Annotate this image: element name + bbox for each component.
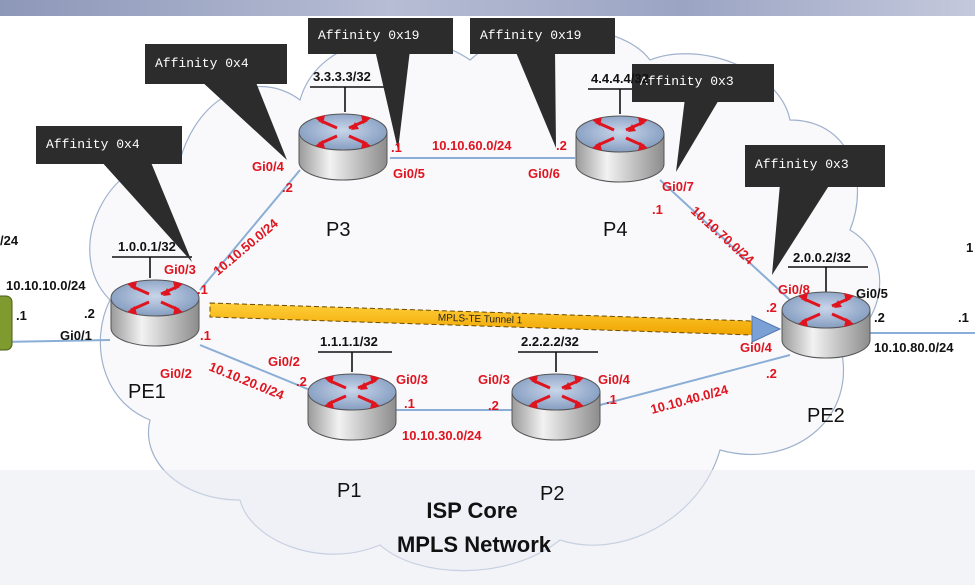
host-p3-pe1: .2 (282, 180, 293, 195)
link-p2-pe2 (599, 354, 791, 406)
p4-gi07: Gi0/7 (662, 179, 694, 194)
callout-pe1-text: Affinity 0x4 (46, 137, 140, 152)
subnet-pe2-ce: 10.10.80.0/24 (874, 340, 954, 355)
subnet-ce-pe1: 10.10.10.0/24 (6, 278, 86, 293)
callout-pe2: Affinity 0x3 (745, 145, 885, 275)
p3-gi04: Gi0/4 (252, 159, 285, 174)
router-p3 (297, 112, 389, 182)
callout-pe1: Affinity 0x4 (36, 126, 192, 262)
p2-name: P2 (540, 483, 564, 505)
pe1-name: PE1 (128, 381, 166, 403)
core-label-line1: ISP Core (426, 498, 517, 523)
p2-gi04: Gi0/4 (598, 372, 631, 387)
p4-gi06: Gi0/6 (528, 166, 560, 181)
pe1-loopback: 1.0.0.1/32 (118, 239, 176, 254)
link-pe1-p1 (199, 344, 311, 391)
subnet-p1-p2: 10.10.30.0/24 (402, 428, 482, 443)
loopback-bars (112, 86, 868, 372)
link-pe1-p3 (199, 169, 301, 291)
pe1-gi01: Gi0/1 (60, 328, 92, 343)
host-ce1-side: .1 (16, 308, 27, 323)
ce1-device (0, 295, 13, 351)
subnet-left-edge: /24 (0, 233, 19, 248)
p3-loopback: 3.3.3.3/32 (313, 69, 371, 84)
p2-gi03: Gi0/3 (478, 372, 510, 387)
callout-p3-right-text: Affinity 0x19 (318, 28, 419, 43)
host-pe2-p2: .2 (766, 366, 777, 381)
callout-p4-right-text: Affinity 0x3 (640, 74, 734, 89)
router-p2 (510, 372, 602, 442)
top-background-band (0, 0, 975, 16)
pe1-gi02: Gi0/2 (160, 366, 192, 381)
p1-name: P1 (337, 480, 361, 502)
tunnel-label: MPLS-TE Tunnel 1 (438, 313, 523, 327)
links (0, 157, 975, 411)
callout-p3-left-text: Affinity 0x4 (155, 56, 249, 71)
p4-loopback: 4.4.4.4/32 (591, 71, 649, 86)
p1-gi02: Gi0/2 (268, 354, 300, 369)
core-label-line2: MPLS Network (397, 532, 552, 557)
host-pe2-ce: .2 (874, 310, 885, 325)
subnet-p3-p4: 10.10.60.0/24 (432, 138, 512, 153)
pe2-gi05: Gi0/5 (856, 286, 888, 301)
pe2-gi04: Gi0/4 (740, 340, 773, 355)
link-ce1-pe1 (0, 339, 111, 343)
router-p4 (574, 114, 666, 184)
p3-gi05: Gi0/5 (393, 166, 425, 181)
link-p4-pe2 (659, 179, 791, 301)
router-pe1 (109, 278, 201, 348)
p2-loopback: 2.2.2.2/32 (521, 334, 579, 349)
router-pe2 (780, 290, 872, 360)
host-p1-p2: .1 (404, 396, 415, 411)
host-pe1-ce: .2 (84, 306, 95, 321)
pe2-gi08: Gi0/8 (778, 282, 810, 297)
host-p1-pe1: .2 (296, 374, 307, 389)
host-pe1-p1: .1 (200, 328, 211, 343)
p1-loopback: 1.1.1.1/32 (320, 334, 378, 349)
host-pe1-p3: .1 (197, 282, 208, 297)
p3-name: P3 (326, 219, 350, 241)
right-edge-label: 1 (966, 240, 973, 255)
host-p3-p4: .1 (391, 140, 402, 155)
callout-p4-left-text: Affinity 0x19 (480, 28, 581, 43)
host-ce2-side: .1 (958, 310, 969, 325)
host-p4-p3: .2 (556, 138, 567, 153)
bottom-background (0, 470, 975, 585)
mpls-te-tunnel: MPLS-TE Tunnel 1 (209, 302, 782, 343)
pe1-gi03: Gi0/3 (164, 262, 196, 277)
callout-p3-right: Affinity 0x19 (308, 18, 453, 150)
callout-p4-right: Affinity 0x3 (632, 64, 774, 172)
callout-pe2-text: Affinity 0x3 (755, 157, 849, 172)
p1-gi03: Gi0/3 (396, 372, 428, 387)
callout-p4-left: Affinity 0x19 (470, 18, 615, 148)
pe2-name: PE2 (807, 405, 845, 427)
host-p2-p1: .2 (488, 398, 499, 413)
router-p1 (306, 372, 398, 442)
pe2-loopback: 2.0.0.2/32 (793, 250, 851, 265)
host-pe2-p4: .2 (766, 300, 777, 315)
callout-p3-left: Affinity 0x4 (145, 44, 287, 160)
host-p2-pe2: .1 (606, 392, 617, 407)
p4-name: P4 (603, 219, 627, 241)
callouts: Affinity 0x4 Affinity 0x4 Affinity 0x19 … (36, 18, 885, 275)
host-p4-pe2: .1 (652, 202, 663, 217)
